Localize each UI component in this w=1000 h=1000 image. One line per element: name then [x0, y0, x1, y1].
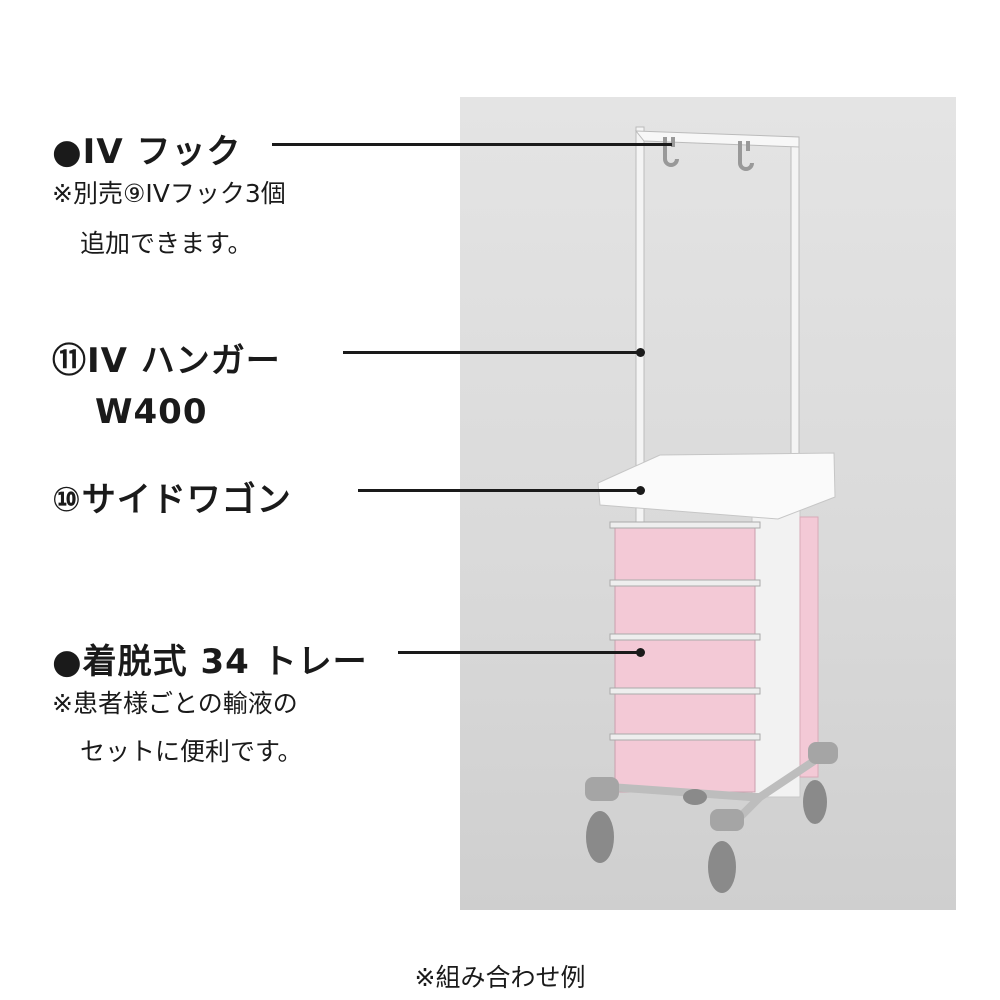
casters [585, 742, 838, 893]
iv-hanger-leader-dot [636, 348, 645, 357]
trays-leader-dot [636, 648, 645, 657]
iv-hook-note-1: ※別売⑨IVフック3個 [52, 179, 286, 208]
iv-hanger-leader-line [343, 351, 640, 354]
cart-illustration [585, 126, 838, 893]
side-wagon-top [597, 452, 836, 520]
trays-note-1: ※患者様ごとの輸液の [52, 689, 298, 718]
caption: ※組み合わせ例 [414, 963, 586, 992]
product-photo [460, 97, 956, 910]
iv-hook-icon [738, 141, 754, 171]
iv-hook-note-2: 追加できます。 [80, 229, 253, 258]
iv-hook-icon [663, 137, 679, 167]
side-wagon-leader-dot [636, 486, 645, 495]
iv-hook-leader-line [272, 143, 672, 146]
iv-hanger-label: ⑪IV ハンガー [52, 341, 281, 381]
trays-label: ●着脱式 34 トレー [52, 642, 368, 682]
trays-leader-line [398, 651, 640, 654]
column [751, 496, 801, 798]
trays [609, 521, 761, 793]
side-wagon-leader-line [358, 489, 640, 492]
trays-note-2: セットに便利です。 [80, 737, 303, 766]
base-frame [609, 753, 823, 820]
iv-top-bar [634, 130, 800, 148]
iv-hook-label: ●IV フック [52, 132, 242, 172]
iv-hanger-model: W400 [95, 392, 208, 432]
side-wagon-label: ⑩サイドワゴン [52, 480, 292, 520]
